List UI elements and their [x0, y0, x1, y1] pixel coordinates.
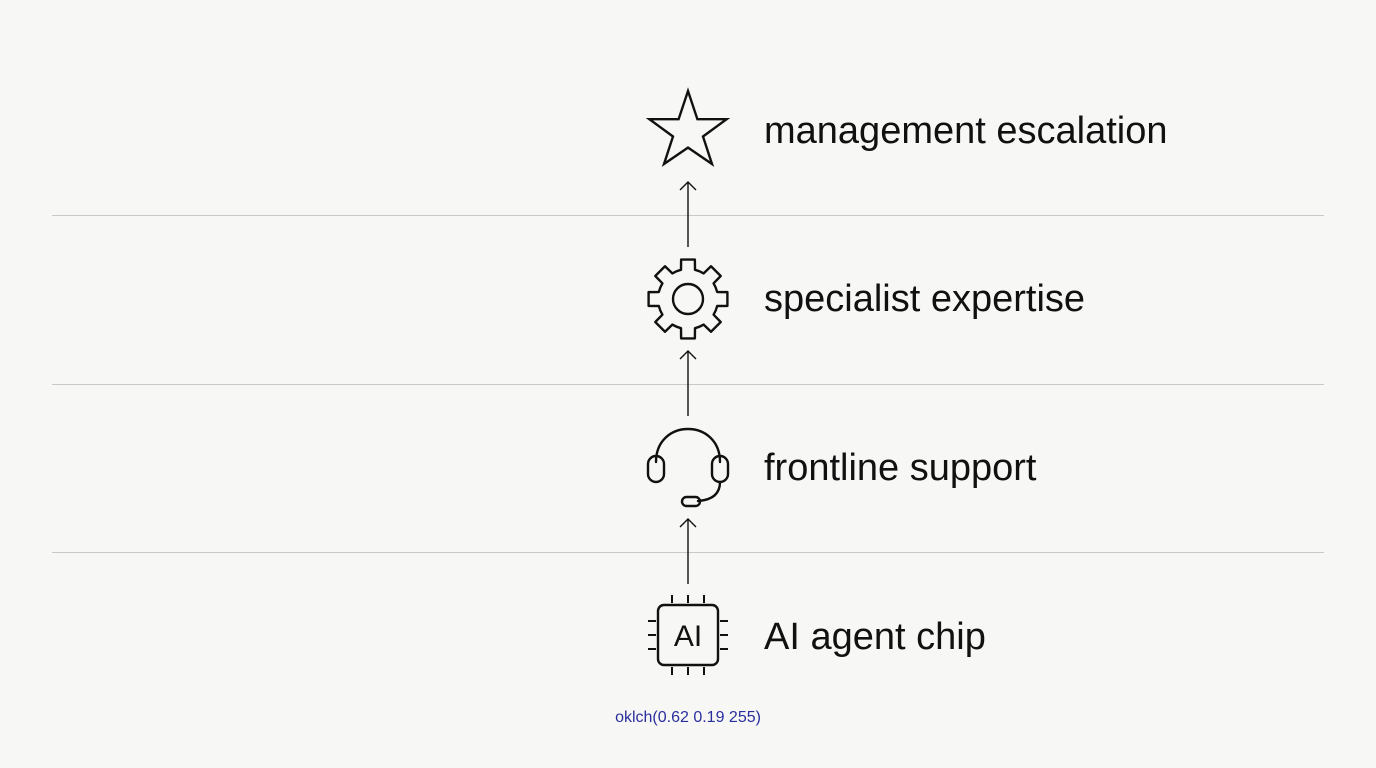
- star-icon: [642, 87, 734, 175]
- chip-text: AI: [674, 620, 702, 653]
- ai-chip-icon: AI: [642, 593, 734, 681]
- arrow-up-icon: [678, 180, 698, 248]
- tier-label: AI agent chip: [764, 616, 986, 658]
- arrow-up-icon: [678, 517, 698, 585]
- gear-icon: [642, 255, 734, 343]
- headset-icon: [642, 424, 734, 512]
- color-caption: oklch(0.62 0.19 255): [615, 709, 761, 726]
- tier-label: frontline support: [764, 447, 1037, 489]
- tier-label: specialist expertise: [764, 278, 1086, 320]
- arrow-up-icon: [678, 349, 698, 417]
- tier-label: management escalation: [764, 110, 1168, 152]
